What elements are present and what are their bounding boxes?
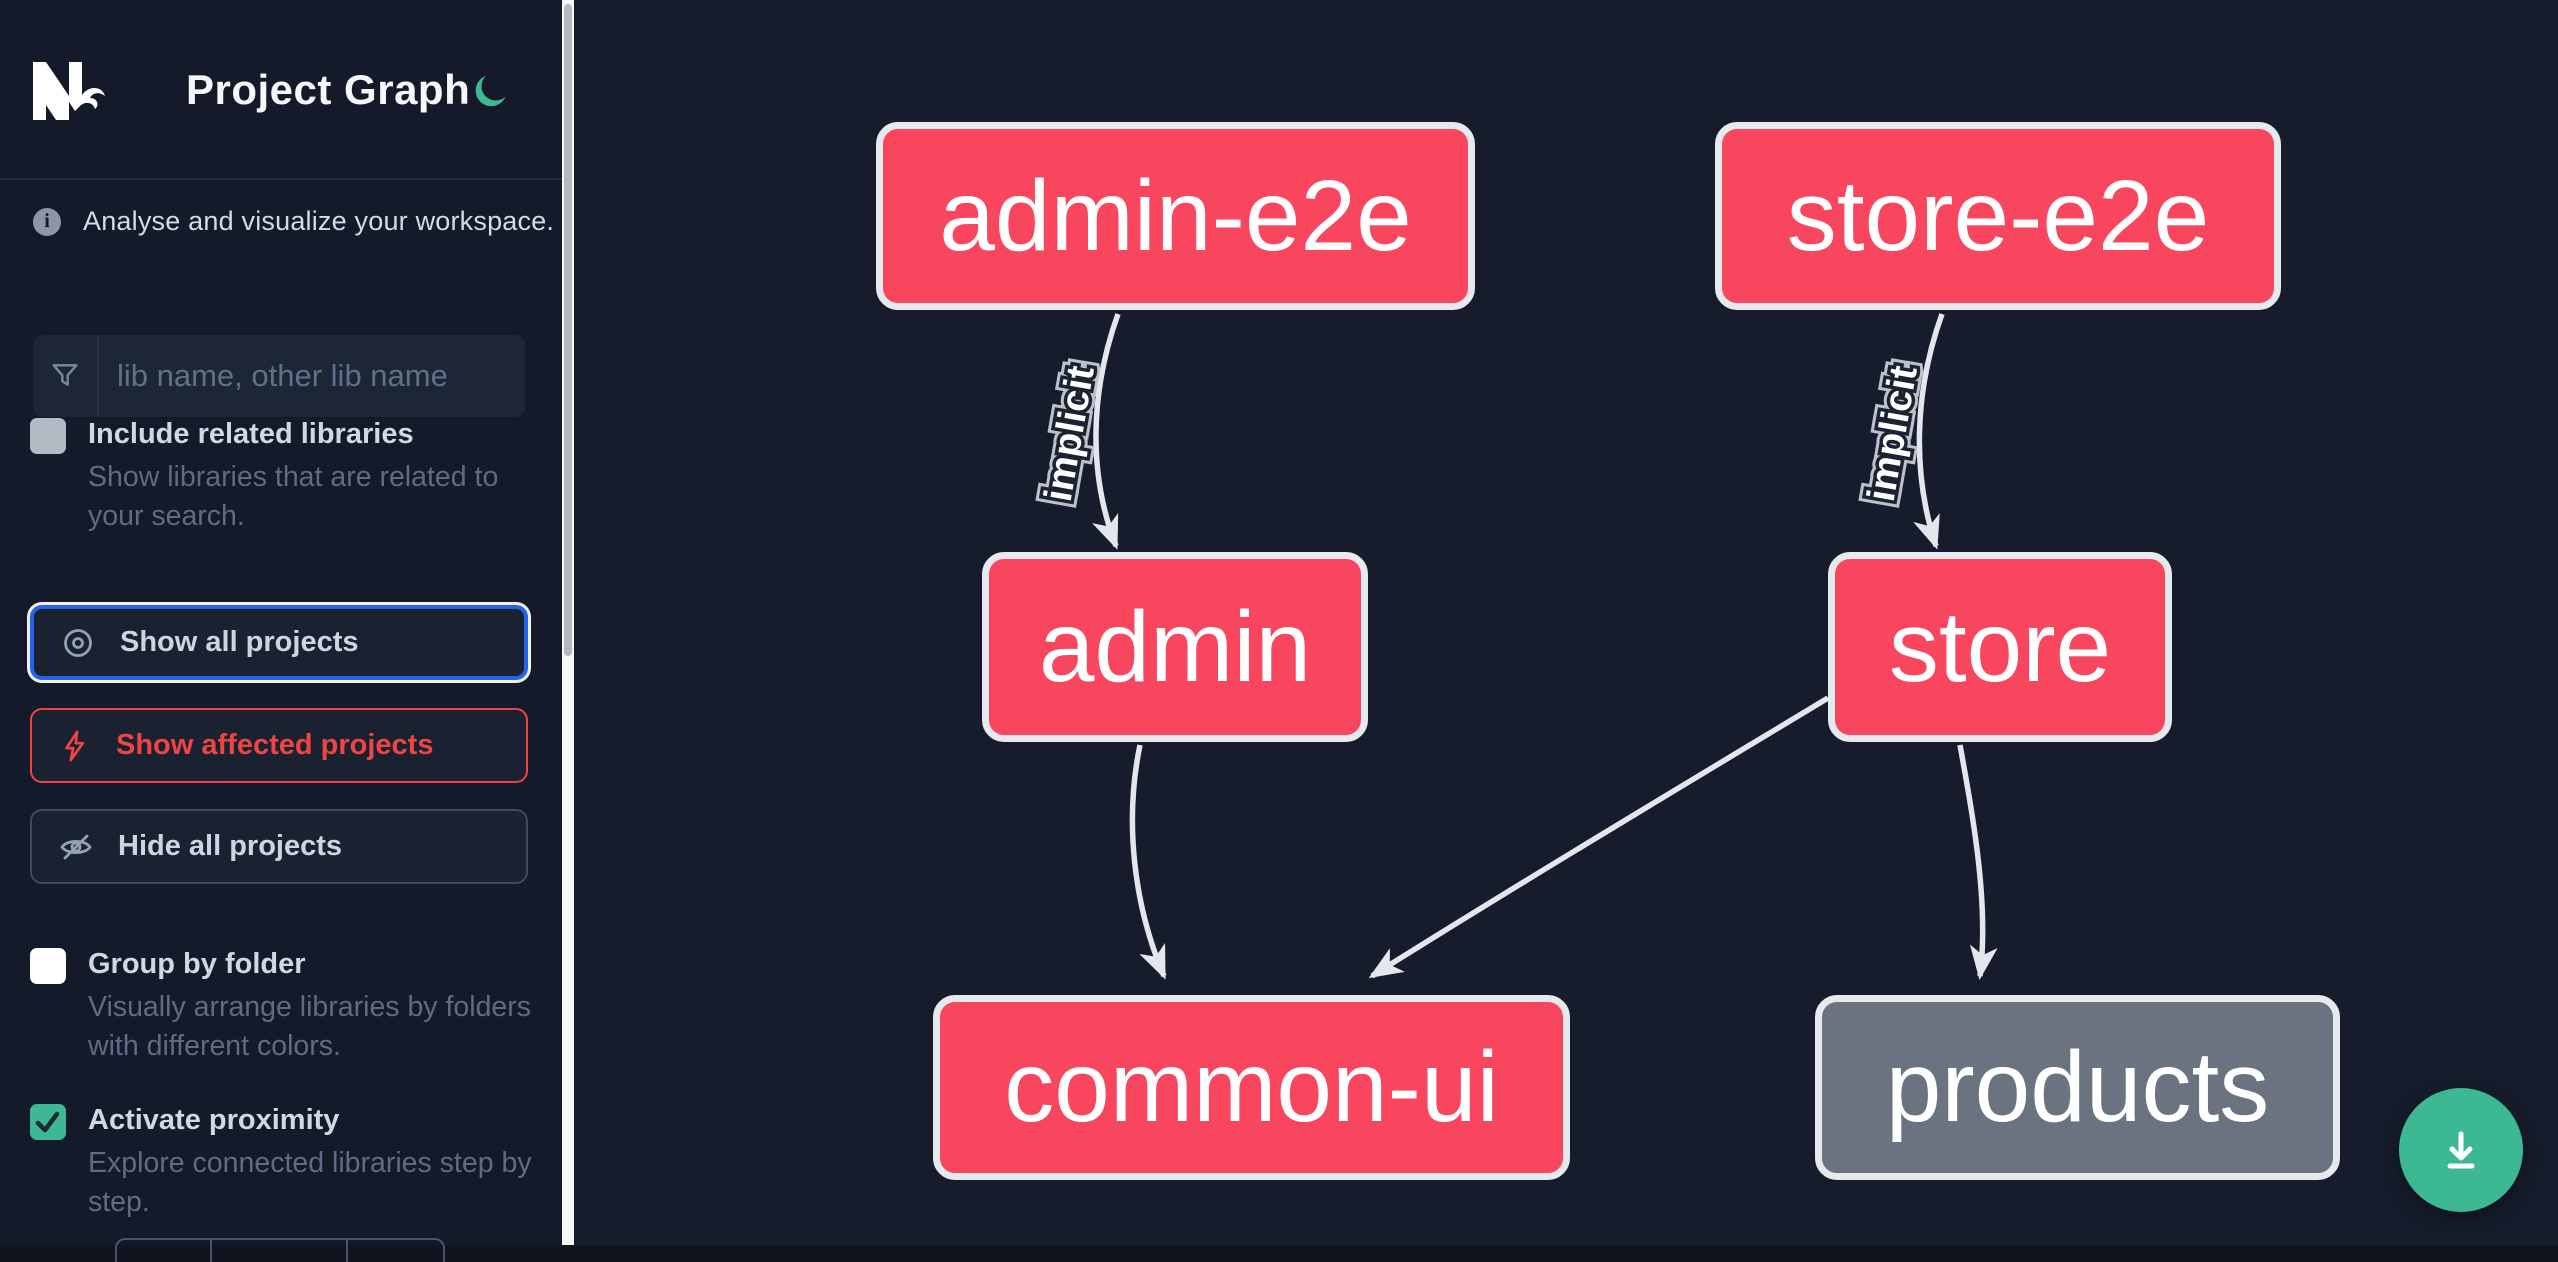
group-by-folder-toggle[interactable]: Group by folder Visually arrange librari… xyxy=(30,946,548,1066)
bolt-icon xyxy=(65,729,85,762)
graph-node-common-ui[interactable]: common-ui xyxy=(933,995,1570,1180)
include-related-checkbox[interactable] xyxy=(30,418,66,454)
eye-off-icon xyxy=(60,834,92,859)
activate-proximity-checkbox[interactable] xyxy=(30,1104,66,1140)
check-icon xyxy=(35,1111,60,1133)
include-related-label: Include related libraries xyxy=(88,418,414,450)
nx-logo-icon xyxy=(33,62,105,120)
node-label: admin-e2e xyxy=(939,159,1412,272)
activate-proximity-toggle[interactable]: Activate proximity Explore connected lib… xyxy=(30,1102,548,1222)
node-label: store xyxy=(1888,590,2112,703)
eye-icon xyxy=(64,628,92,657)
stepper-increment-button[interactable] xyxy=(348,1238,445,1262)
group-by-folder-checkbox[interactable] xyxy=(30,948,66,984)
show-affected-projects-label: Show affected projects xyxy=(116,729,434,761)
group-by-folder-description: Visually arrange libraries by folders wi… xyxy=(88,991,532,1062)
edge-admin-common-ui xyxy=(1129,744,1167,980)
hide-all-projects-button[interactable]: Hide all projects xyxy=(30,809,528,884)
graph-node-products[interactable]: products xyxy=(1815,995,2340,1180)
moon-icon xyxy=(475,75,506,107)
group-by-folder-label: Group by folder xyxy=(88,948,306,980)
edge-label-implicit: implicit xyxy=(1860,363,1926,505)
graph-node-admin-e2e[interactable]: admin-e2e xyxy=(876,122,1475,310)
download-icon xyxy=(2447,1131,2475,1169)
stepper-decrement-button[interactable] xyxy=(115,1238,210,1262)
graph-node-store-e2e[interactable]: store-e2e xyxy=(1715,122,2281,310)
edge-label-halo: implicit xyxy=(1037,363,1103,505)
filter-search-box xyxy=(33,335,525,417)
activate-proximity-label: Activate proximity xyxy=(88,1104,340,1136)
tagline-text: Analyse and visualize your workspace. xyxy=(83,206,555,236)
edge-store-common-ui xyxy=(1368,695,1830,979)
show-all-projects-label: Show all projects xyxy=(120,626,359,658)
info-icon: i xyxy=(33,207,61,236)
page-title: Project Graph xyxy=(186,66,471,113)
node-label: common-ui xyxy=(1004,1031,1499,1143)
edge-label-implicit: implicit xyxy=(1037,363,1103,505)
sidebar-scrollbar-thumb[interactable] xyxy=(564,4,572,656)
edge-label-halo: implicit xyxy=(1860,363,1926,505)
graph-node-admin[interactable]: admin xyxy=(982,552,1368,742)
sidebar-header: Project Graph xyxy=(0,0,562,180)
node-label: store-e2e xyxy=(1786,159,2210,272)
sidebar-scrollbar-track xyxy=(562,0,574,1245)
show-affected-projects-button[interactable]: Show affected projects xyxy=(30,708,528,783)
proximity-depth-stepper xyxy=(115,1238,445,1262)
edge-store-e2e-store xyxy=(1913,313,1945,550)
search-input[interactable] xyxy=(99,335,525,417)
node-label: products xyxy=(1885,1031,2270,1143)
show-all-projects-button[interactable]: Show all projects xyxy=(30,605,528,680)
node-label: admin xyxy=(1038,590,1312,703)
include-related-toggle[interactable]: Include related libraries Show libraries… xyxy=(30,416,548,536)
hide-all-projects-label: Hide all projects xyxy=(118,830,343,862)
stepper-value[interactable] xyxy=(210,1238,348,1262)
workspace-tagline: i Analyse and visualize your workspace. xyxy=(33,206,554,237)
activate-proximity-description: Explore connected libraries step by step… xyxy=(88,1147,532,1218)
sidebar: Project Graph i Analyse and visualize yo… xyxy=(0,0,562,1262)
graph-node-store[interactable]: store xyxy=(1828,552,2172,742)
include-related-description: Show libraries that are related to your … xyxy=(88,461,499,532)
edge-admin-e2e-admin xyxy=(1092,313,1121,550)
graph-canvas[interactable]: implicit implicit implicit implicit admi… xyxy=(574,0,2558,1245)
download-image-button[interactable] xyxy=(2399,1088,2523,1212)
dark-mode-toggle[interactable] xyxy=(468,70,512,114)
funnel-icon xyxy=(33,335,99,417)
edge-store-products xyxy=(1957,744,1998,980)
